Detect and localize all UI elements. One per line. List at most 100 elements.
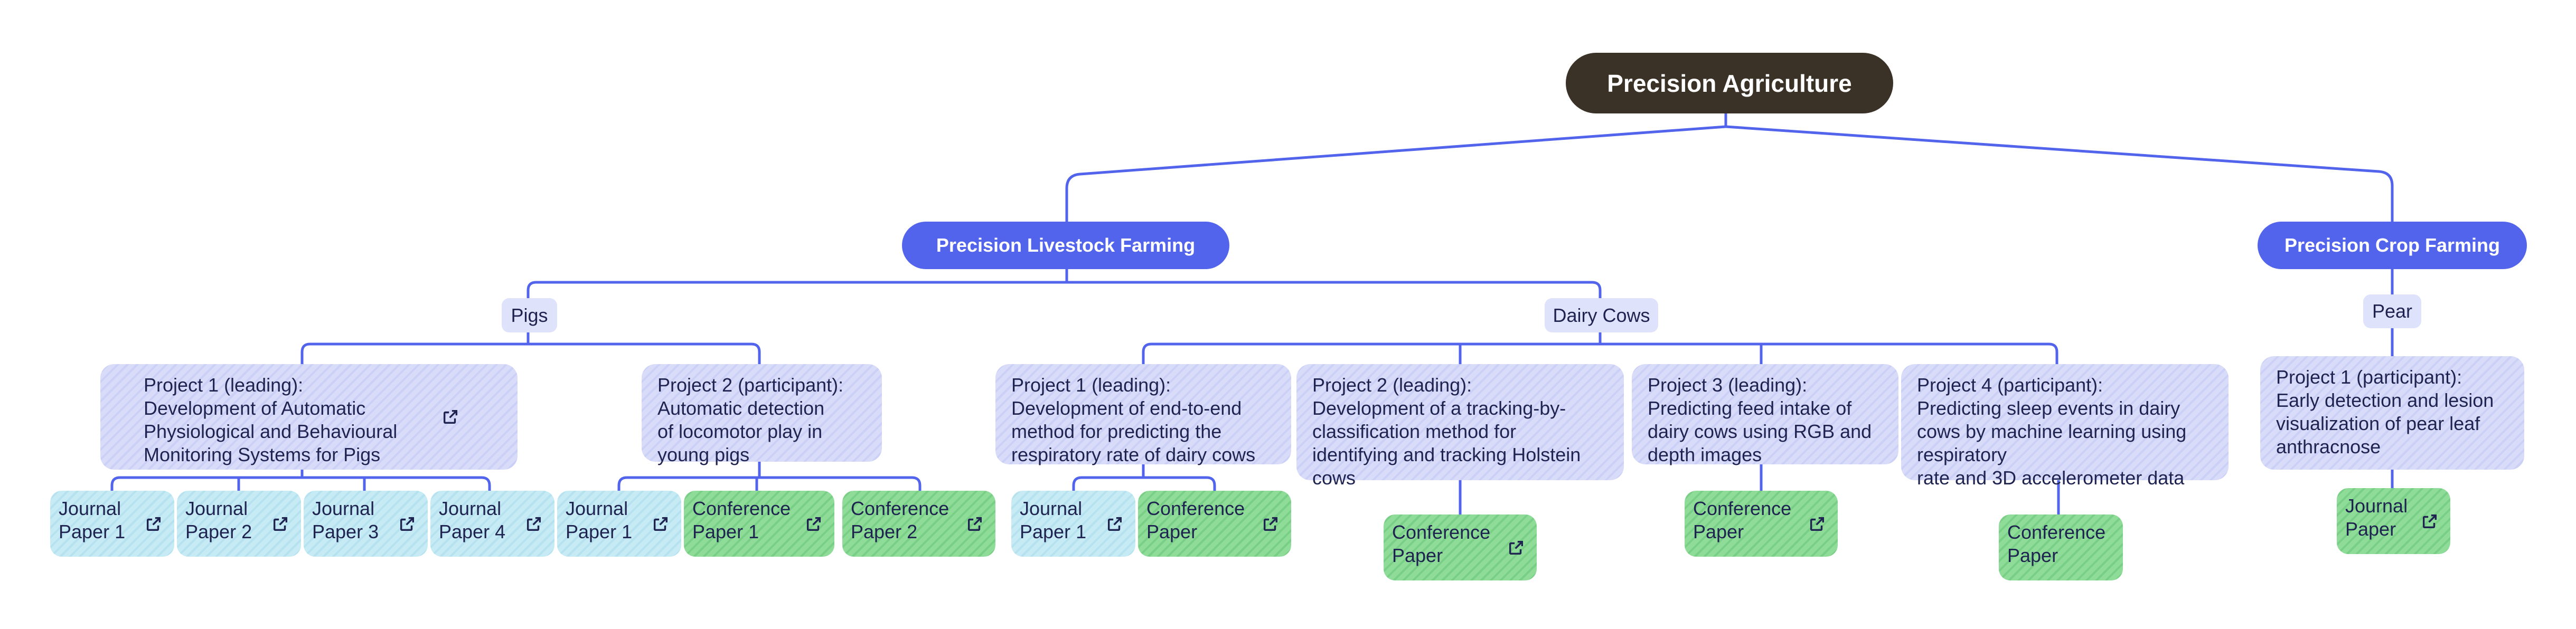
external-link-icon[interactable] bbox=[1262, 515, 1280, 533]
paper-conference[interactable]: Conference Paper 1 bbox=[684, 491, 834, 557]
external-link-icon[interactable] bbox=[2421, 512, 2439, 530]
paper-name: Paper bbox=[1146, 521, 1198, 542]
paper-journal[interactable]: Journal Paper 1 bbox=[557, 491, 681, 557]
project-line: Development of Automatic bbox=[144, 397, 366, 419]
project-line: Project 1 (participant): bbox=[2276, 366, 2462, 388]
project-cows-2[interactable]: Project 2 (leading): Development of a tr… bbox=[1296, 364, 1624, 489]
paper-name: Paper bbox=[2007, 545, 2058, 566]
project-line: rate and 3D accelerometer data bbox=[1917, 467, 2185, 489]
paper-name: Paper 1 bbox=[566, 521, 633, 542]
project-line: classification method for bbox=[1312, 421, 1517, 442]
external-link-icon[interactable] bbox=[398, 515, 416, 533]
paper-journal[interactable]: Journal Paper 1 bbox=[1011, 491, 1135, 557]
project-line: depth images bbox=[1648, 444, 1762, 465]
project-line: Project 1 (leading): bbox=[1011, 374, 1171, 396]
paper-name: Paper 1 bbox=[1020, 521, 1087, 542]
project-line: Project 4 (participant): bbox=[1917, 374, 2103, 396]
project-line: Early detection and lesion bbox=[2276, 389, 2494, 411]
paper-type: Journal bbox=[185, 498, 248, 519]
paper-type: Conference bbox=[1146, 498, 1245, 519]
project-line: Monitoring Systems for Pigs bbox=[144, 444, 381, 465]
external-link-icon[interactable] bbox=[145, 515, 163, 533]
project-line: Predicting sleep events in dairy bbox=[1917, 397, 2180, 419]
external-link-icon[interactable] bbox=[271, 515, 289, 533]
external-link-icon[interactable] bbox=[805, 515, 823, 533]
project-line: respiratory rate of dairy cows bbox=[1011, 444, 1256, 465]
project-line: Predicting feed intake of bbox=[1648, 397, 1852, 419]
paper-conference[interactable]: Conference Paper bbox=[1685, 491, 1838, 557]
paper-name: Paper 2 bbox=[185, 521, 252, 542]
paper-type: Conference bbox=[1693, 498, 1792, 519]
paper-type: Conference bbox=[851, 498, 949, 519]
project-line: of locomotor play in bbox=[657, 421, 823, 442]
project-pigs-2[interactable]: Project 2 (participant): Automatic detec… bbox=[642, 364, 882, 465]
paper-type: Journal bbox=[439, 498, 502, 519]
category-label: Pear bbox=[2372, 300, 2413, 322]
project-cows-1[interactable]: Project 1 (leading): Development of end-… bbox=[995, 364, 1291, 465]
external-link-icon[interactable] bbox=[966, 515, 984, 533]
livestock-branch[interactable]: Precision Livestock Farming bbox=[902, 222, 1229, 269]
project-cows-4[interactable]: Project 4 (participant): Predicting slee… bbox=[1901, 364, 2229, 489]
project-line: anthracnose bbox=[2276, 436, 2381, 458]
project-line: Project 2 (leading): bbox=[1312, 374, 1472, 396]
paper-name: Paper 2 bbox=[851, 521, 918, 542]
livestock-label: Precision Livestock Farming bbox=[936, 234, 1196, 256]
external-link-icon[interactable] bbox=[525, 515, 543, 533]
category-label: Pigs bbox=[511, 304, 548, 326]
project-line: Physiological and Behavioural bbox=[144, 421, 398, 442]
project-line: Project 2 (participant): bbox=[657, 374, 844, 396]
paper-type: Journal bbox=[59, 498, 121, 519]
project-line: Project 3 (leading): bbox=[1648, 374, 1808, 396]
project-line: cows bbox=[1312, 467, 1356, 489]
paper-type: Conference bbox=[1392, 521, 1491, 543]
paper-name: Paper bbox=[1392, 545, 1443, 566]
paper-type: Journal bbox=[2345, 495, 2408, 517]
category-pear[interactable]: Pear bbox=[2363, 294, 2421, 328]
external-link-icon[interactable] bbox=[1808, 515, 1826, 533]
category-dairy-cows[interactable]: Dairy Cows bbox=[1545, 298, 1658, 332]
project-pigs-1[interactable]: Project 1 (leading): Development of Auto… bbox=[100, 364, 518, 470]
external-link-icon[interactable] bbox=[441, 408, 459, 426]
paper-type: Journal bbox=[312, 498, 375, 519]
paper-name: Paper 1 bbox=[59, 521, 126, 542]
external-link-icon[interactable] bbox=[1106, 515, 1124, 533]
project-line: method for predicting the bbox=[1011, 421, 1222, 442]
paper-type: Journal bbox=[1020, 498, 1083, 519]
project-line: visualization of pear leaf bbox=[2276, 413, 2480, 434]
project-line: Development of a tracking-by- bbox=[1312, 397, 1566, 419]
paper-name: Paper 1 bbox=[692, 521, 759, 542]
category-pigs[interactable]: Pigs bbox=[502, 298, 557, 332]
paper-conference[interactable]: Conference Paper 2 bbox=[842, 491, 995, 557]
project-line: respiratory bbox=[1917, 444, 2007, 465]
paper-journal[interactable]: Journal Paper 1 bbox=[50, 491, 174, 557]
crop-branch[interactable]: Precision Crop Farming bbox=[2258, 222, 2527, 269]
project-line: identifying and tracking Holstein bbox=[1312, 444, 1581, 465]
paper-name: Paper 3 bbox=[312, 521, 379, 542]
paper-name: Paper 4 bbox=[439, 521, 506, 542]
paper-type: Conference bbox=[2007, 521, 2106, 543]
project-line: young pigs bbox=[657, 444, 750, 465]
root-node[interactable]: Precision Agriculture bbox=[1566, 53, 1893, 113]
project-line: Project 1 (leading): bbox=[144, 374, 304, 396]
paper-name: Paper bbox=[1693, 521, 1744, 542]
external-link-icon[interactable] bbox=[652, 515, 670, 533]
paper-journal[interactable]: Journal Paper 4 bbox=[430, 491, 554, 557]
project-line: dairy cows using RGB and bbox=[1648, 421, 1872, 442]
paper-journal[interactable]: Journal Paper 2 bbox=[177, 491, 301, 557]
paper-journal[interactable]: Journal Paper 3 bbox=[304, 491, 428, 557]
paper-conference[interactable]: Conference Paper bbox=[1384, 514, 1537, 580]
paper-conference[interactable]: Conference Paper bbox=[1999, 514, 2123, 580]
crop-label: Precision Crop Farming bbox=[2284, 234, 2500, 256]
category-label: Dairy Cows bbox=[1553, 304, 1650, 326]
paper-conference[interactable]: Conference Paper bbox=[1138, 491, 1291, 557]
paper-journal[interactable]: Journal Paper bbox=[2337, 488, 2450, 554]
project-line: Automatic detection bbox=[657, 397, 825, 419]
project-line: cows by machine learning using bbox=[1917, 421, 2187, 442]
root-label: Precision Agriculture bbox=[1607, 69, 1852, 97]
paper-name: Paper bbox=[2345, 518, 2396, 540]
project-cows-3[interactable]: Project 3 (leading): Predicting feed int… bbox=[1632, 364, 1898, 465]
project-pear-1[interactable]: Project 1 (participant): Early detection… bbox=[2260, 356, 2524, 470]
project-line: Development of end-to-end bbox=[1011, 397, 1242, 419]
paper-type: Conference bbox=[692, 498, 791, 519]
external-link-icon[interactable] bbox=[1507, 539, 1525, 557]
